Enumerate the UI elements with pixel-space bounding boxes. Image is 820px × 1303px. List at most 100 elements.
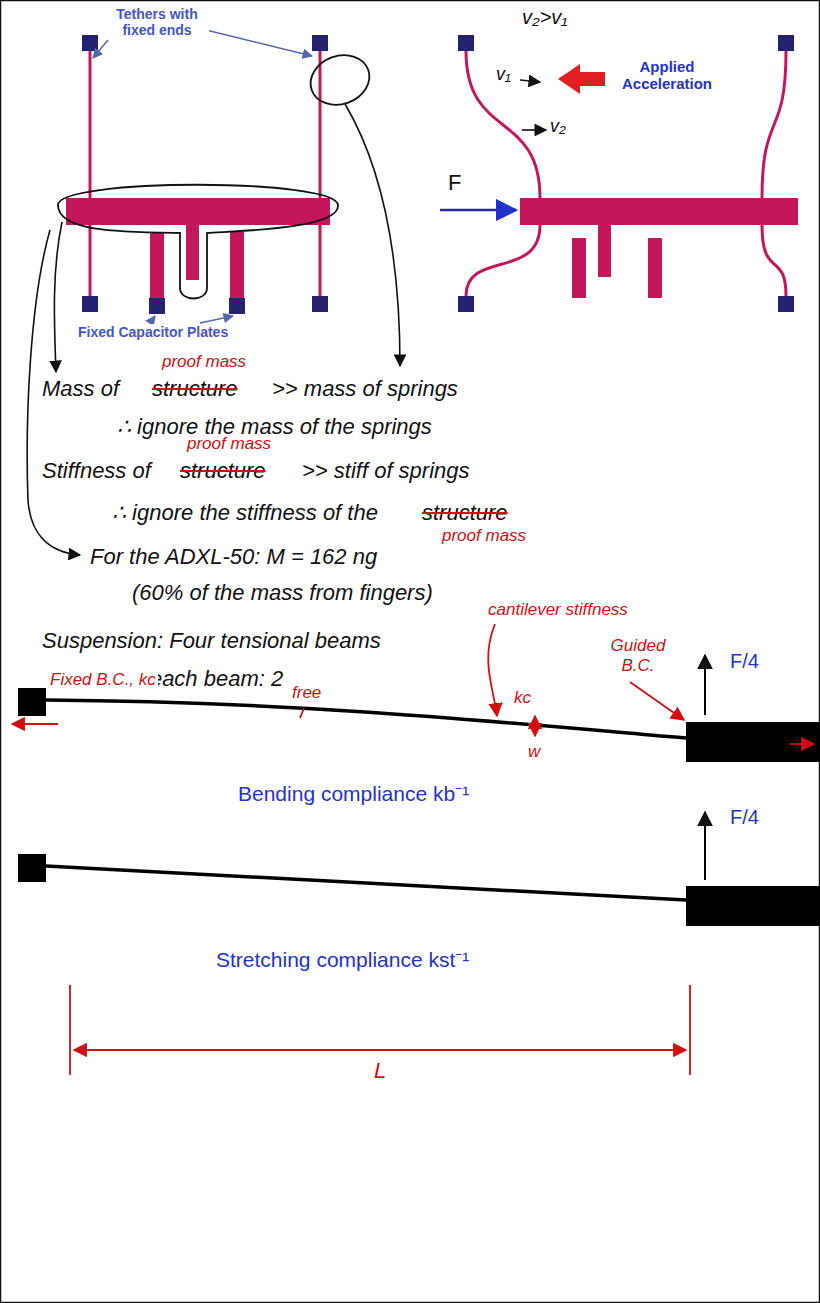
accelerometer-deflected — [522, 129, 546, 131]
part-label: Applied Acceleration — [610, 58, 724, 93]
annotation: cantilever stiffness — [486, 600, 630, 620]
acceleration-arrow — [558, 64, 605, 94]
stretching-beam — [18, 854, 46, 882]
red-annotation — [12, 624, 814, 744]
leader-line — [54, 222, 62, 372]
tether — [90, 51, 320, 296]
force-label: F — [446, 170, 463, 195]
accelerometer-deflected — [466, 51, 540, 198]
note: structure — [178, 458, 268, 483]
accelerometer-deflected — [520, 80, 540, 82]
annotation: Fixed B.C., kc — [48, 670, 158, 690]
accelerometer-at-rest — [82, 35, 98, 51]
leader-line — [93, 30, 312, 323]
note: ∴ ignore the stiffness of the — [110, 500, 380, 525]
part-label: Fixed Capacitor Plates — [76, 324, 230, 340]
accelerometer-at-rest — [319, 225, 322, 296]
caption-label: Bending compliance kb⁻¹ — [236, 782, 471, 806]
annotation: Guided B.C. — [596, 636, 680, 675]
note: Stiffness of — [40, 458, 153, 483]
bending-beam — [704, 655, 706, 715]
proof-mass — [66, 198, 330, 280]
accelerometer-deflected — [648, 238, 662, 298]
accelerometer-at-rest — [149, 298, 165, 314]
caption-label: Stretching compliance kst⁻¹ — [214, 948, 471, 972]
accelerometer-deflected — [458, 296, 474, 312]
annotation: kc — [512, 688, 533, 708]
stretching-beam — [704, 812, 706, 880]
accelerometer-deflected — [466, 225, 540, 296]
dimension-line — [689, 985, 691, 1075]
red-annotation — [488, 624, 497, 716]
velocity-arrow — [520, 80, 546, 130]
accelerometer-at-rest — [93, 40, 108, 58]
heading: Suspension: Four tensional beams — [40, 628, 383, 653]
accelerometer-deflected — [440, 35, 798, 312]
note: v₂>v₁ — [520, 6, 570, 29]
note: For the ADXL-50: M = 162 ng — [88, 544, 379, 569]
note: structure — [420, 500, 510, 525]
accelerometer-at-rest — [89, 51, 92, 198]
part-label: Tethers with fixed ends — [105, 6, 209, 38]
accelerometer-at-rest — [312, 296, 328, 312]
annotation-loop — [58, 47, 376, 298]
accelerometer-deflected — [598, 225, 611, 277]
accelerometer-deflected — [572, 238, 586, 298]
dimension-label: L — [372, 1058, 388, 1083]
force-label: F/4 — [728, 650, 761, 673]
stretching-beam — [18, 812, 820, 926]
dimension-line — [69, 985, 71, 1075]
accelerometer-deflected — [762, 51, 786, 198]
note: Mass of — [40, 376, 121, 401]
red-annotation — [12, 723, 58, 725]
correction: proof mass — [185, 434, 273, 454]
stretching-beam — [686, 886, 820, 926]
accelerometer-at-rest — [229, 298, 245, 314]
force-arrow — [440, 209, 516, 212]
correction: proof mass — [160, 352, 248, 372]
accelerometer-at-rest — [230, 232, 244, 298]
note: >> stiff of springs — [300, 458, 472, 483]
accelerometer-at-rest — [186, 225, 199, 280]
leader-line — [345, 104, 400, 366]
velocity-label: v₁ — [494, 64, 513, 85]
accelerometer-at-rest — [89, 225, 92, 296]
annotation: w — [526, 742, 542, 762]
bending-beam — [18, 688, 46, 716]
accelerometer-deflected — [458, 35, 474, 51]
accelerometer-at-rest — [312, 35, 328, 51]
red-annotation — [300, 708, 304, 718]
accelerometer-deflected — [762, 225, 786, 296]
bending-beam — [46, 700, 686, 738]
accelerometer-at-rest — [66, 30, 330, 323]
accelerometer-deflected — [778, 35, 794, 51]
anchor-pad — [82, 35, 328, 314]
accelerometer-at-rest — [200, 316, 233, 323]
accelerometer-deflected — [778, 296, 794, 312]
red-annotation — [534, 716, 536, 736]
note: (60% of the mass from fingers) — [130, 580, 435, 605]
accelerometer-at-rest — [82, 296, 98, 312]
bending-beam — [18, 655, 820, 762]
fixed-capacitor-plate — [150, 232, 244, 298]
annotation: free — [290, 683, 323, 703]
stretching-beam — [46, 866, 686, 900]
note: structure — [150, 376, 240, 401]
accelerometer-at-rest — [206, 30, 312, 56]
note: >> mass of springs — [270, 376, 460, 401]
red-annotation — [790, 743, 814, 745]
accelerometer-deflected — [520, 198, 798, 225]
accelerometer-at-rest — [150, 316, 155, 323]
force-label: F/4 — [728, 806, 761, 829]
tether — [466, 51, 786, 296]
accelerometer-at-rest — [150, 232, 164, 298]
accelerometer-at-rest — [319, 51, 322, 198]
accelerometer-at-rest — [66, 198, 330, 225]
fixed-capacitor-plate — [572, 238, 662, 298]
bending-beam — [686, 722, 820, 762]
anchor-pad — [458, 35, 794, 312]
correction: proof mass — [440, 526, 528, 546]
